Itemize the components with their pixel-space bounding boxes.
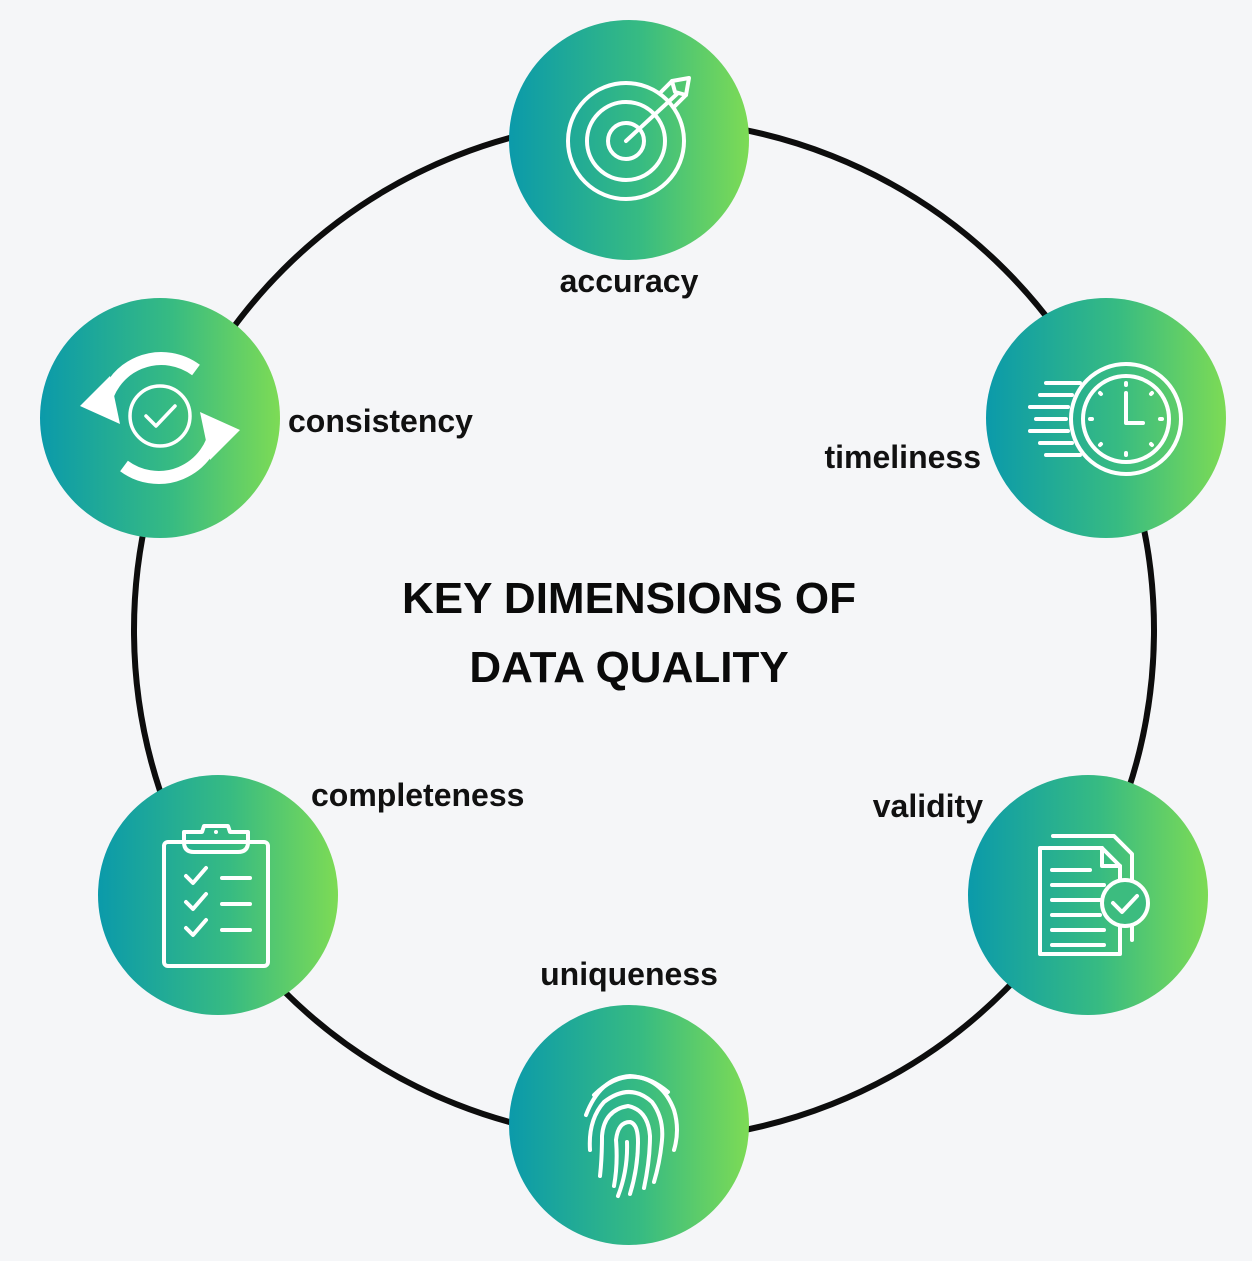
node-circle-timeliness (986, 298, 1226, 538)
target-arrow-icon (566, 76, 691, 201)
node-circle-completeness (98, 775, 338, 1015)
diagram-title-line-2: DATA QUALITY (469, 643, 788, 692)
node-validity: validity (873, 775, 1208, 1015)
node-consistency: consistency (40, 298, 473, 538)
node-circle-validity (968, 775, 1208, 1015)
document-check-icon (1038, 834, 1150, 956)
node-uniqueness: uniqueness (509, 956, 749, 1245)
node-label-uniqueness: uniqueness (540, 956, 718, 992)
node-label-consistency: consistency (288, 403, 473, 439)
node-circle-consistency (40, 298, 280, 538)
sync-check-icon (80, 352, 240, 484)
fast-clock-icon (1028, 362, 1183, 476)
node-circle-uniqueness (509, 1005, 749, 1245)
node-completeness: completeness (98, 775, 524, 1015)
node-label-validity: validity (873, 788, 983, 824)
diagram-title-line-1: KEY DIMENSIONS OF (402, 574, 856, 623)
node-timeliness: timeliness (824, 298, 1226, 538)
node-label-accuracy: accuracy (560, 263, 699, 299)
node-label-timeliness: timeliness (824, 439, 981, 475)
fingerprint-icon (584, 1074, 679, 1198)
clipboard-checklist-icon (162, 824, 270, 968)
node-label-completeness: completeness (311, 777, 524, 813)
node-accuracy: accuracy (509, 20, 749, 299)
